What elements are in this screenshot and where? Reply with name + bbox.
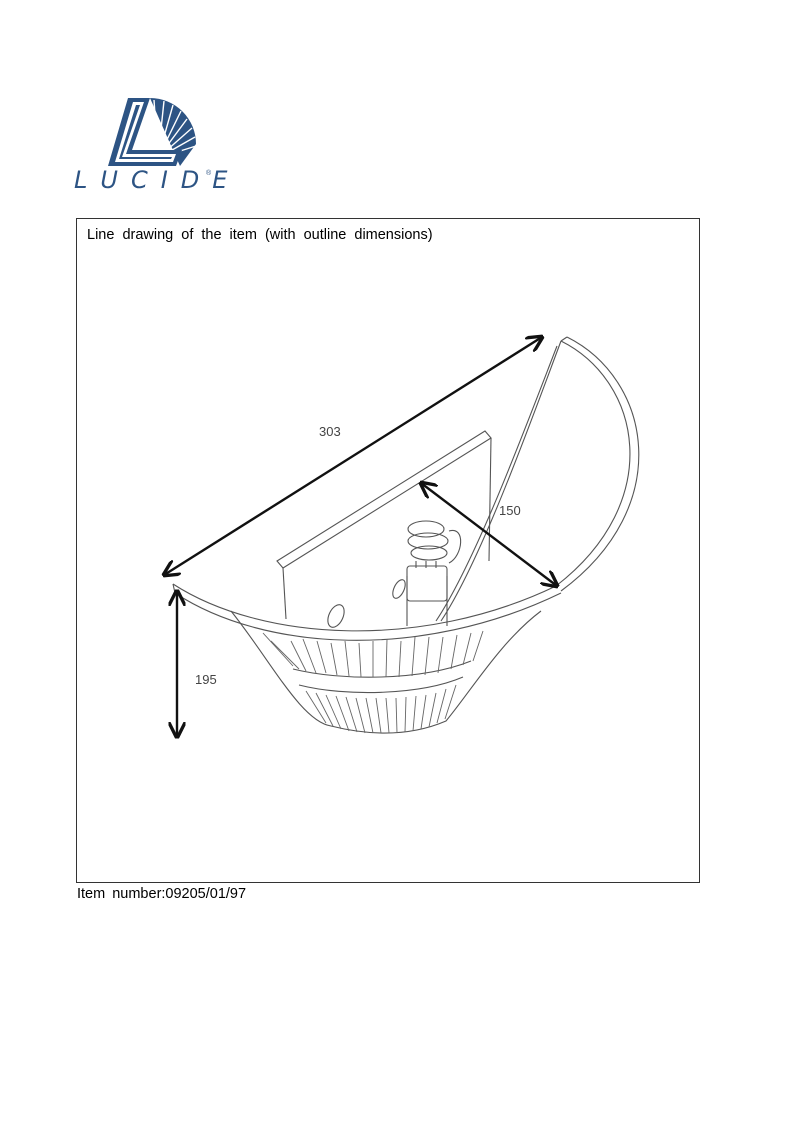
dimension-height-label: 195 xyxy=(195,672,217,687)
item-number: Item number:09205/01/97 xyxy=(77,886,247,902)
registered-mark: ® xyxy=(206,170,212,177)
dimension-depth-label: 150 xyxy=(499,503,521,518)
brand-name: LUCIDE xyxy=(74,166,241,194)
lucide-logo: LUCIDE ® xyxy=(70,90,230,200)
frame-title: Line drawing of the item (with outline d… xyxy=(87,227,433,243)
drawing-frame: Line drawing of the item (with outline d… xyxy=(76,218,700,883)
dimension-length-label: 303 xyxy=(319,424,341,439)
logo-mark-icon xyxy=(108,98,197,166)
item-line-drawing xyxy=(77,219,640,884)
